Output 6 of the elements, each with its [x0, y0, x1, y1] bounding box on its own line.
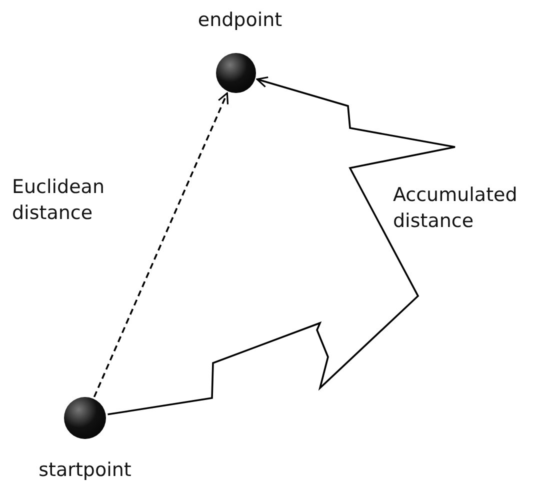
point-label: startpoint [38, 459, 132, 481]
ball [64, 397, 106, 439]
arrow [108, 76, 456, 416]
dashed-arrow [93, 92, 229, 398]
ball [216, 53, 256, 93]
point-label: endpoint [198, 9, 282, 31]
